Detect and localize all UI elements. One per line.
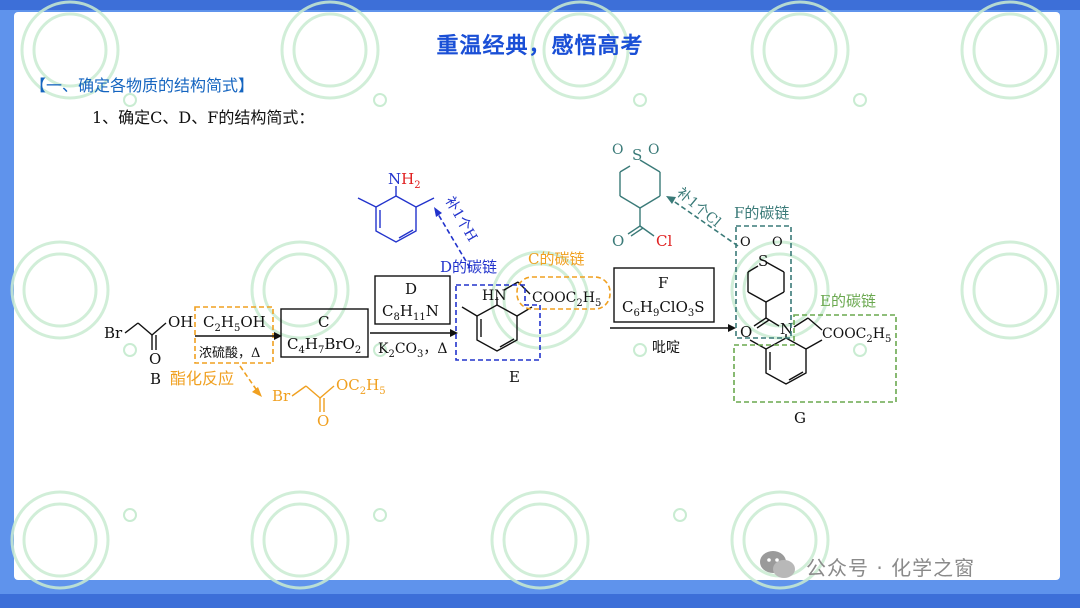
- atom-o-F3: O: [612, 232, 624, 250]
- atom-oh: OH: [168, 313, 193, 331]
- slide-canvas: [14, 12, 1060, 580]
- task-prompt: 1、确定C、D、F的结构简式：: [92, 108, 315, 127]
- annot-F-chain: F的碳链: [734, 204, 789, 222]
- atom-o-G3: O: [740, 323, 752, 341]
- condition-2: K2CO3，Δ: [378, 341, 448, 360]
- atom-o-F2: O: [648, 142, 659, 158]
- compound-D-aniline: [357, 186, 435, 243]
- reagent-ethanol: C2H5OH: [203, 313, 266, 334]
- D-chain-highlight: [455, 284, 541, 361]
- arrow-add-Cl: [671, 199, 739, 247]
- annot-br: Br: [272, 387, 291, 405]
- box-C: [280, 308, 369, 358]
- atom-nh2: NH2: [388, 170, 421, 191]
- annot-add-H: 补1个H: [442, 194, 480, 245]
- box-D-label: D: [405, 280, 417, 298]
- condition-3: 吡啶: [652, 340, 680, 356]
- atom-cl-F: Cl: [656, 232, 672, 250]
- compound-B: [124, 322, 167, 350]
- box-D: [374, 275, 451, 325]
- wechat-icon: [760, 551, 795, 578]
- box-C-formula: C4H7BrO2: [287, 335, 361, 356]
- box-D-formula: C8H11N: [382, 302, 439, 323]
- annot-oc2h5: OC2H5: [336, 376, 386, 397]
- box-F-formula: C6H9ClO3S: [622, 298, 705, 319]
- compound-F: [619, 159, 661, 237]
- atom-s-F: S: [632, 146, 642, 164]
- box-F: [613, 267, 715, 323]
- atom-n-G: N: [780, 320, 793, 338]
- atom-hn: HN: [482, 288, 506, 304]
- annot-o: O: [317, 412, 329, 430]
- compound-G: [747, 261, 823, 385]
- annot-E-chain: E的碳链: [820, 292, 876, 310]
- annot-C-chain: C的碳链: [528, 250, 584, 268]
- arrow-add-H: [437, 213, 471, 269]
- box-C-label: C: [318, 313, 329, 331]
- atom-o-G2: O: [772, 235, 783, 250]
- label-E: E: [509, 368, 520, 386]
- atom-o: O: [149, 350, 161, 368]
- label-B: B: [150, 370, 161, 388]
- slide-title: 重温经典，感悟高考: [436, 34, 644, 59]
- annot-add-Cl: 补1个Cl: [673, 185, 724, 231]
- box-F-label: F: [658, 274, 668, 292]
- label-G: G: [794, 409, 806, 427]
- esterification-highlight: [194, 306, 274, 364]
- atom-o-F1: O: [612, 142, 623, 158]
- annot-esterification: 酯化反应: [170, 369, 234, 388]
- footer-source: 公众号 · 化学之窗: [806, 556, 976, 580]
- F-chain-highlight: [735, 225, 792, 339]
- E-chain-highlight: [733, 314, 897, 403]
- ester-E: COOC2H5: [532, 290, 601, 309]
- ester-G: COOC2H5: [822, 326, 891, 345]
- atom-o-G1: O: [740, 235, 751, 250]
- section-heading: 【一、确定各物质的结构简式】: [30, 76, 255, 95]
- atom-br: Br: [104, 324, 123, 342]
- atom-s-G: S: [758, 252, 768, 270]
- condition-1: 浓硫酸，Δ: [199, 346, 260, 361]
